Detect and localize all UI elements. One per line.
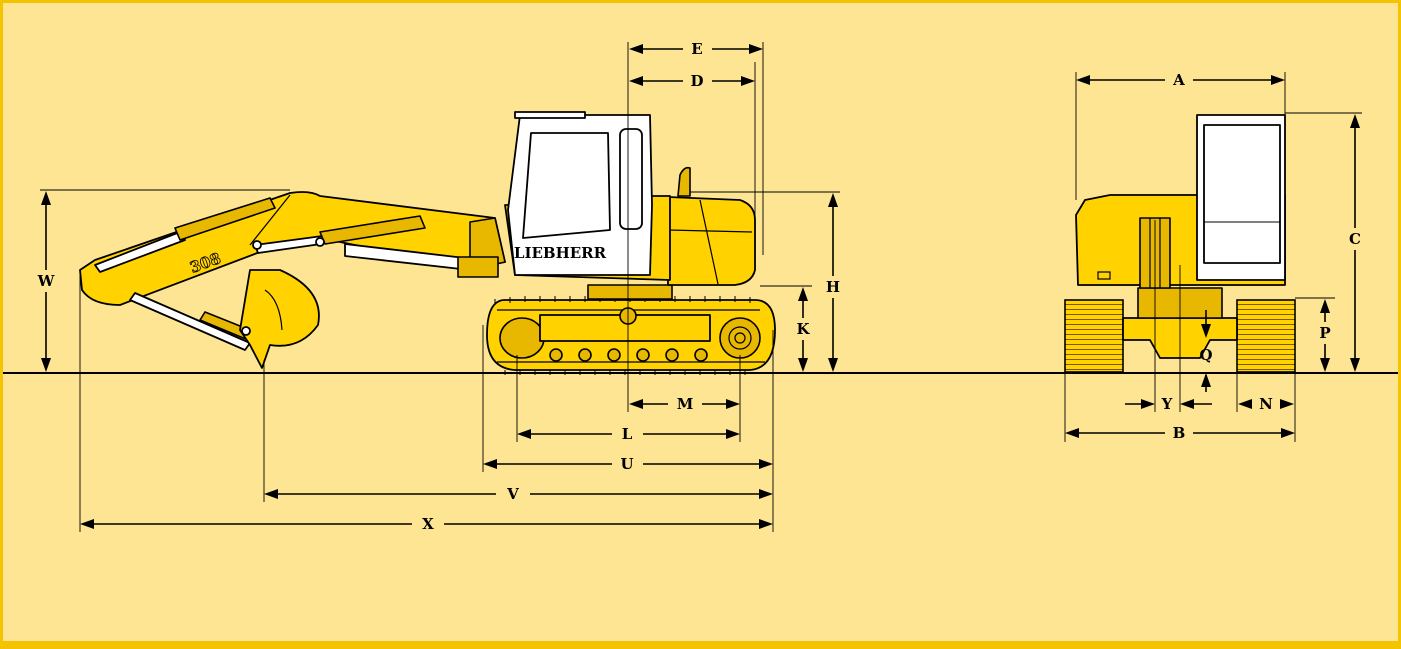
dim-label-v: V (506, 485, 519, 503)
brand-label: LIEBHERR (514, 244, 607, 262)
dim-label-b: B (1173, 424, 1186, 442)
front-track-right (1236, 299, 1296, 373)
dim-label-l: L (622, 425, 633, 443)
dim-label-c: C (1349, 230, 1361, 248)
bucket (239, 269, 320, 369)
dim-label-k: K (796, 320, 810, 338)
dim-label-p: P (1319, 324, 1330, 342)
dimension-labels: E D A C H W K P Q Y N B M L U V X (37, 40, 1361, 533)
extension-lines (40, 42, 1362, 532)
dim-label-w: W (37, 272, 56, 290)
excavator-front-view (1064, 114, 1296, 373)
front-track-left (1064, 299, 1124, 373)
dim-label-d: D (690, 72, 703, 90)
dim-label-h: H (826, 278, 840, 296)
dim-label-x: X (422, 515, 434, 533)
dim-label-u: U (620, 455, 633, 473)
sprocket (719, 317, 761, 359)
dim-label-y: Y (1161, 395, 1173, 413)
dimension-lines (41, 44, 1360, 529)
dim-label-e: E (691, 40, 702, 58)
dim-label-m: M (677, 395, 694, 413)
excavator-side-view: LIEBHERR 308 (79, 111, 776, 375)
counterweight (667, 196, 756, 286)
track-rollers (549, 348, 708, 362)
dim-label-q: Q (1199, 346, 1212, 364)
dim-label-n: N (1259, 395, 1273, 413)
dim-label-a: A (1172, 71, 1185, 89)
